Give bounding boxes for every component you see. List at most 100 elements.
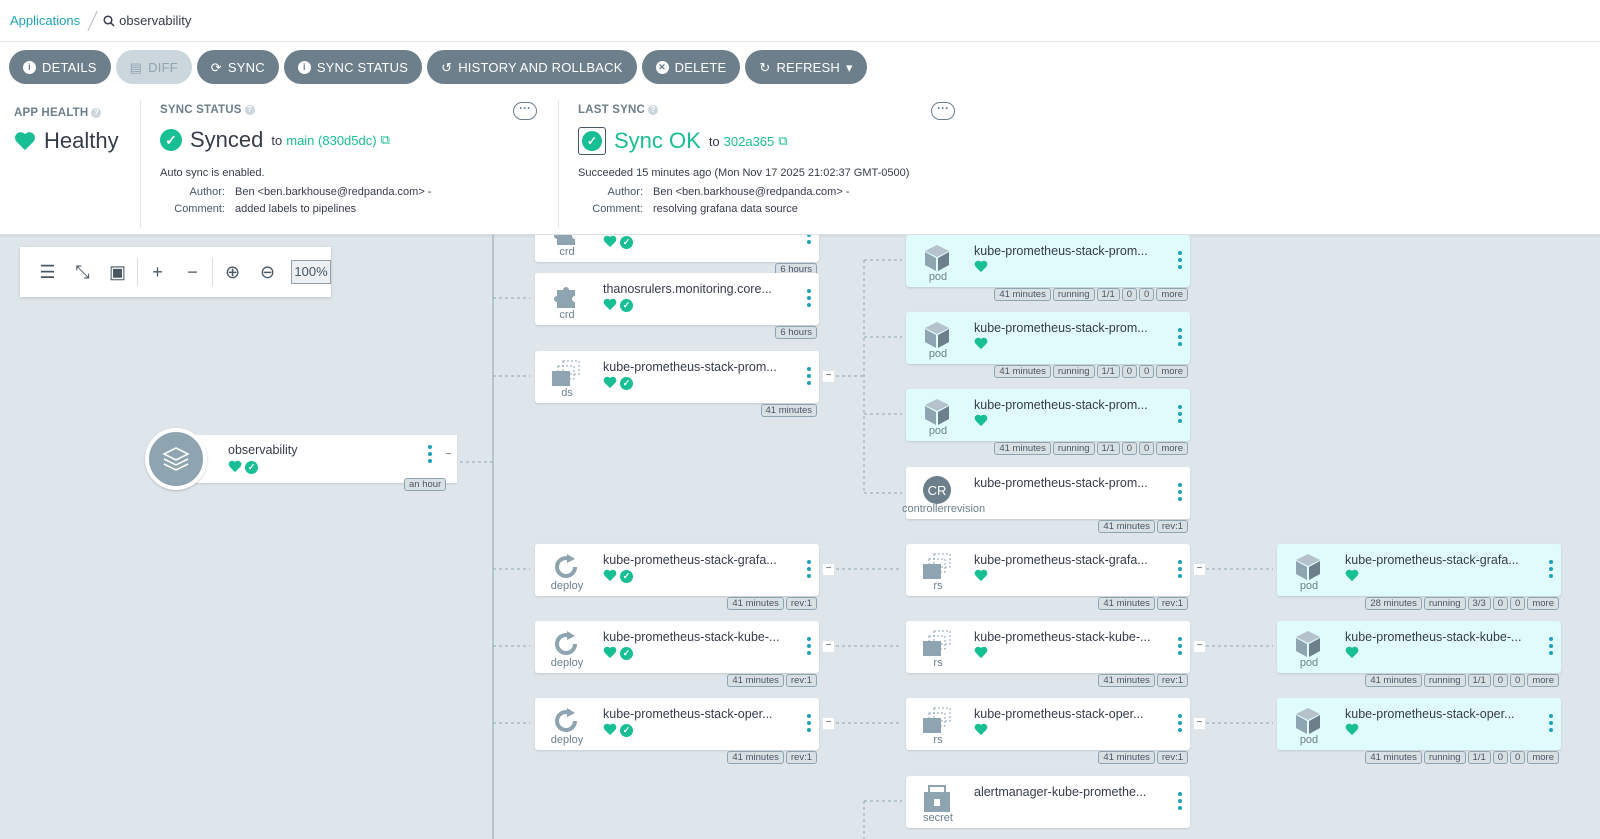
zoom-in-icon[interactable]: ⊕ [224, 261, 241, 282]
resource-tag[interactable]: more [1527, 674, 1559, 687]
auto-sync-text: Auto sync is enabled. [160, 167, 265, 179]
resource-node-crd[interactable]: crd✓6 hours [535, 235, 819, 276]
collapse-toggle[interactable]: − [823, 564, 834, 575]
delete-button[interactable]: ✕DELETE [641, 50, 741, 84]
kebab-menu-icon[interactable] [1549, 714, 1553, 732]
resource-tag[interactable]: more [1156, 288, 1188, 301]
last-sync-comment-row: Comment:resolving grafana data source [578, 203, 798, 215]
kebab-menu-icon[interactable] [1178, 328, 1182, 346]
last-sync-revision-link[interactable]: 302a365 [723, 133, 775, 149]
resource-tag: running [1423, 751, 1466, 764]
kebab-menu-icon[interactable] [807, 367, 811, 385]
resource-tag: running [1052, 442, 1095, 455]
history-rollback-button[interactable]: ↺HISTORY AND ROLLBACK [427, 50, 637, 84]
delete-label: DELETE [674, 59, 727, 75]
collapse-toggle[interactable]: − [1194, 564, 1205, 575]
author-label: Author: [607, 186, 643, 198]
kebab-menu-icon[interactable] [1178, 483, 1182, 501]
resource-tag[interactable]: more [1527, 751, 1559, 764]
resource-tag: running [1052, 288, 1095, 301]
zoom-out-icon[interactable]: ⊖ [259, 261, 276, 282]
heart-icon [228, 461, 242, 474]
kebab-menu-icon[interactable] [807, 560, 811, 578]
resource-tag[interactable]: more [1156, 365, 1188, 378]
collapse-toggle[interactable]: − [823, 718, 834, 729]
minus-icon[interactable]: − [187, 261, 198, 282]
refresh-icon: ↻ [759, 59, 771, 75]
breadcrumb-current[interactable]: observability [103, 13, 191, 28]
align-left-icon[interactable]: ☰ [39, 261, 56, 282]
resource-tag[interactable]: more [1527, 597, 1559, 610]
zoom-level-input[interactable]: 100% [291, 260, 331, 284]
pod-icon [920, 320, 954, 350]
sync-revision-link[interactable]: main (830d5dc) [286, 132, 377, 148]
help-icon[interactable]: ? [91, 107, 102, 118]
kebab-menu-icon[interactable] [1178, 560, 1182, 578]
collapse-toggle[interactable]: − [1194, 718, 1205, 729]
status-panel: APP HEALTH? Healthy SYNC STATUS? ··· ✓ S… [0, 92, 1600, 235]
kebab-menu-icon[interactable] [428, 445, 432, 463]
resource-tree-canvas[interactable]: ☰ ⤡ ▣ + − ⊕ ⊖ 100% observability ✓ − an … [0, 235, 1600, 839]
resource-tag[interactable]: more [1156, 442, 1188, 455]
sync-status-title: SYNC STATUS? [160, 104, 255, 116]
last-sync-to-text: to [708, 133, 720, 149]
kebab-menu-icon[interactable] [1549, 637, 1553, 655]
compress-icon[interactable]: ⤡ [75, 261, 90, 282]
external-link-icon[interactable]: ⧉ [380, 132, 390, 147]
collapse-toggle[interactable]: − [1194, 641, 1205, 652]
resource-name: kube-prometheus-stack-prom... [974, 398, 1148, 412]
resource-tag: 41 minutes [727, 597, 784, 610]
plus-icon[interactable]: + [152, 261, 163, 282]
kebab-menu-icon[interactable] [807, 714, 811, 732]
help-icon[interactable]: ? [244, 104, 255, 115]
kebab-menu-icon[interactable] [807, 235, 811, 244]
help-icon[interactable]: ? [647, 104, 658, 115]
fit-screen-icon[interactable]: ▣ [108, 261, 126, 282]
sync-label: SYNC [227, 59, 265, 75]
root-app-status: ✓ [228, 461, 258, 474]
comment-label: Comment: [174, 203, 225, 215]
pod-icon [1291, 706, 1325, 736]
sync-button[interactable]: ⟳SYNC [196, 50, 279, 84]
collapse-toggle[interactable]: − [823, 371, 834, 382]
refresh-button[interactable]: ↻REFRESH▾ [745, 50, 867, 84]
kebab-menu-icon[interactable] [1178, 637, 1182, 655]
breadcrumb-applications-link[interactable]: Applications [10, 13, 81, 28]
kebab-menu-icon[interactable] [807, 637, 811, 655]
last-sync-more-button[interactable]: ··· [931, 102, 955, 120]
sync-status-more-button[interactable]: ··· [513, 102, 537, 120]
kebab-menu-icon[interactable] [1178, 405, 1182, 423]
kebab-menu-icon[interactable] [1178, 251, 1182, 269]
external-link-icon[interactable]: ⧉ [778, 133, 788, 148]
kebab-menu-icon[interactable] [1178, 792, 1182, 810]
resource-kind: rs [933, 734, 943, 746]
collapse-toggle[interactable]: − [823, 641, 834, 652]
heart-icon [603, 724, 617, 737]
comment-label: Comment: [592, 203, 643, 215]
kebab-menu-icon[interactable] [807, 289, 811, 307]
kebab-menu-icon[interactable] [1178, 714, 1182, 732]
kebab-menu-icon[interactable] [1549, 560, 1553, 578]
diff-button[interactable]: ▤DIFF [115, 50, 192, 84]
collapse-toggle[interactable]: − [443, 450, 454, 461]
